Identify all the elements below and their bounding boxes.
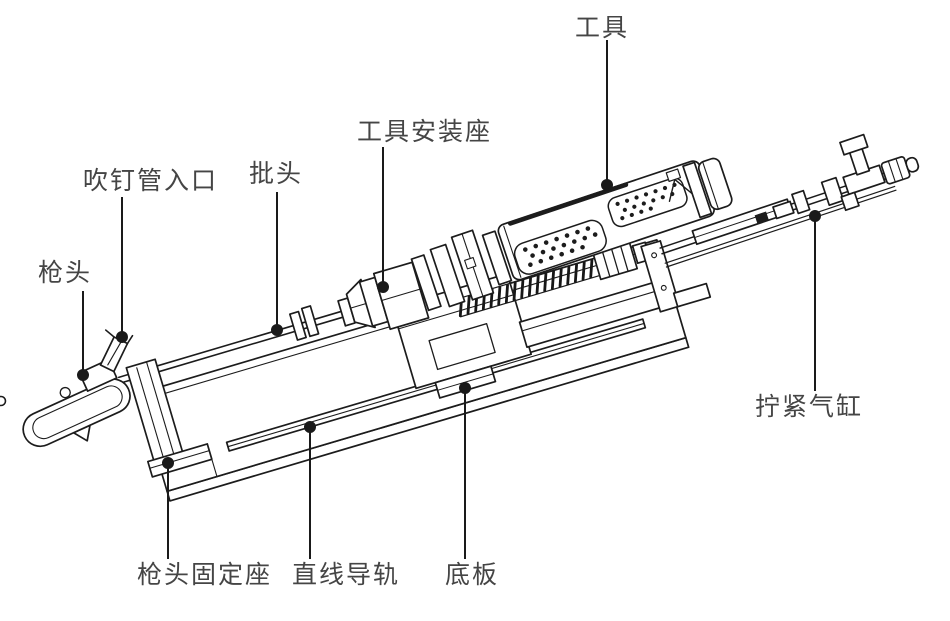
label-linear-rail: 直线导轨: [292, 561, 401, 589]
label-bit: 批头: [249, 160, 304, 188]
leader-dot: [116, 331, 128, 343]
leader-base-plate: [459, 382, 471, 559]
label-tightening-cylinder: 拧紧气缸: [755, 393, 864, 421]
machine-assembly: [22, 133, 920, 502]
tool-shape: [410, 157, 733, 312]
leader-linear-rail: [304, 421, 316, 559]
leader-dot: [162, 457, 174, 469]
nail-inlet-funnel-shape: [99, 329, 134, 373]
leader-lines: [77, 40, 821, 559]
leader-dot: [459, 382, 471, 394]
label-gun-head: 枪头: [38, 259, 93, 287]
tool-grip-panel-2: [607, 177, 688, 228]
leader-tightening-cylinder: [809, 210, 821, 391]
cylinder-bracket-shape: [640, 240, 712, 313]
leader-dot: [77, 369, 89, 381]
nozzle-tip-detail: [0, 395, 7, 407]
tool-mount-shape: [337, 261, 430, 331]
gun-head-mount-shape: [125, 358, 213, 478]
leader-dot: [809, 210, 821, 222]
label-nail-inlet: 吹钉管入口: [83, 167, 219, 195]
leader-tool: [601, 40, 613, 191]
leader-bit: [271, 192, 283, 336]
tightening-cylinder-shape: [659, 133, 920, 268]
gun-head-shape: [22, 358, 131, 448]
label-tool: 工具: [575, 14, 630, 42]
leader-dot: [271, 324, 283, 336]
leader-dot: [601, 179, 613, 191]
leader-gun-head-mount: [162, 457, 174, 559]
tool-grip-panel-1: [513, 219, 607, 275]
label-base-plate: 底板: [445, 561, 500, 589]
leader-dot: [304, 421, 316, 433]
leader-gun-head: [77, 291, 89, 381]
leader-tool-mount: [377, 147, 389, 293]
leader-nail-inlet: [116, 197, 128, 343]
label-tool-mount: 工具安装座: [357, 118, 493, 146]
leader-dot: [377, 281, 389, 293]
label-gun-head-mount: 枪头固定座: [137, 561, 273, 589]
